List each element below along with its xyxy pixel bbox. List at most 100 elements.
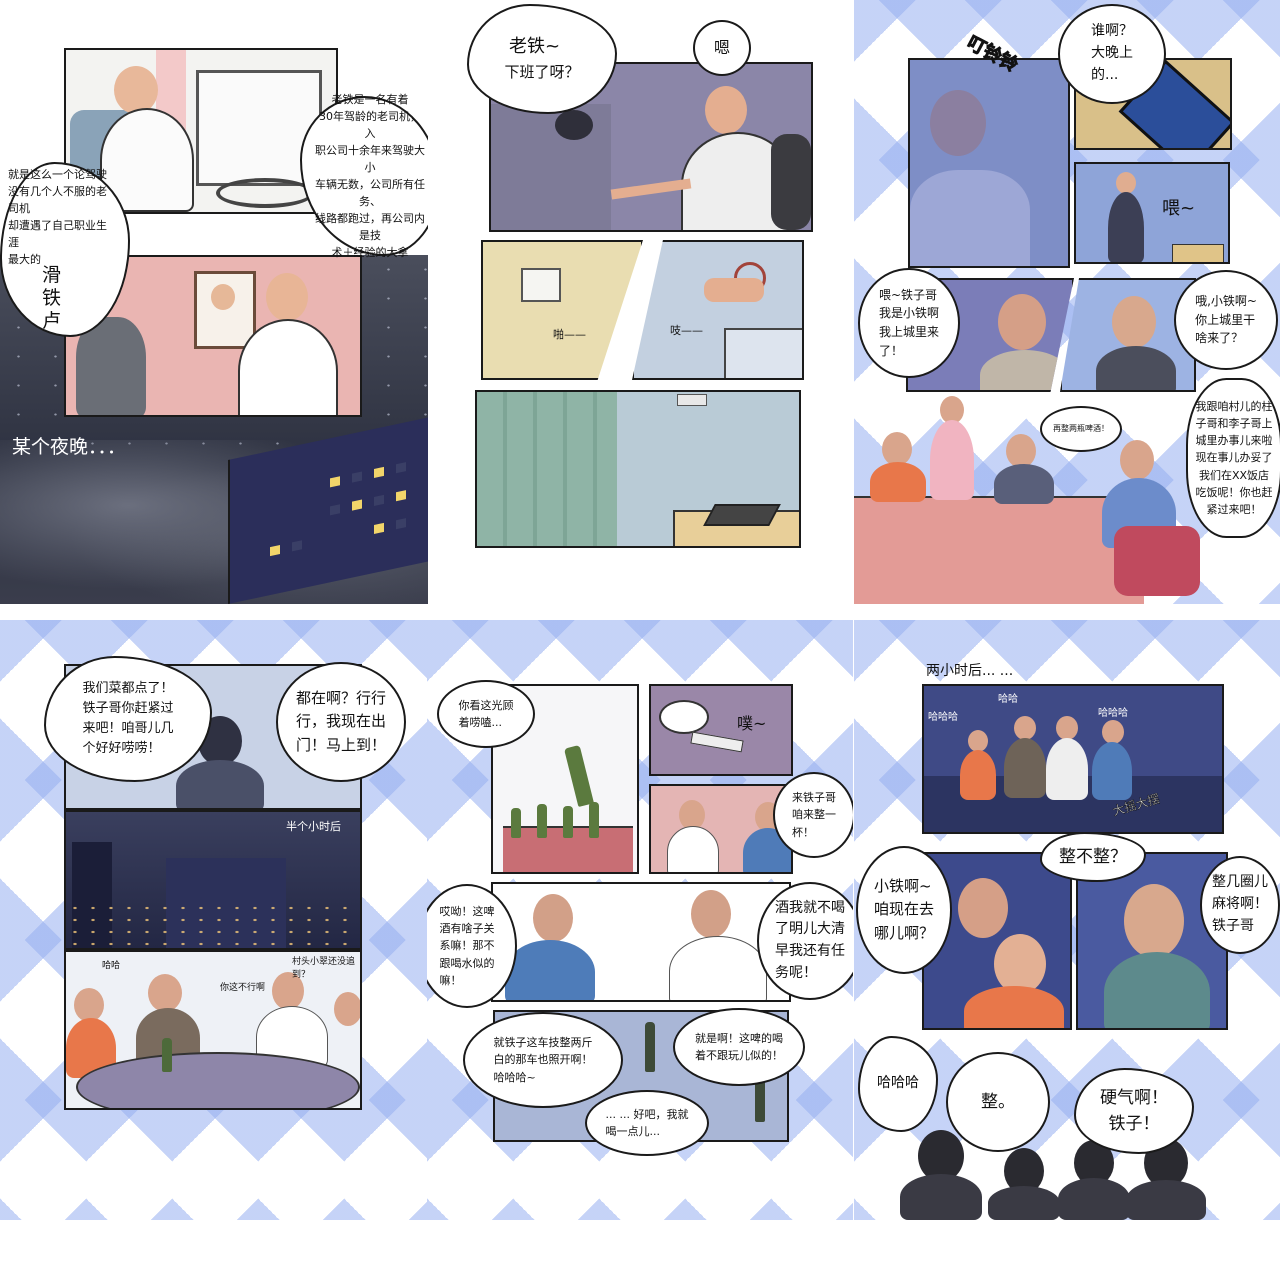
tough-bubble: 硬气啊！ 铁子！ — [1074, 1068, 1194, 1154]
diner-grey — [994, 464, 1054, 504]
steering-wheel — [216, 178, 314, 208]
answer-head — [1112, 296, 1156, 348]
panel-cheers — [649, 784, 793, 874]
standing-body — [1108, 192, 1144, 262]
liquor-text: 就铁子这车技整两斤 白的那车也照开啊！ 哈哈哈~ — [493, 1036, 593, 1084]
reason-text: 我跟咱村儿的柱 子哥和李子哥上 城里办事儿来啦 现在事儿办妥了 我们在XX饭店 … — [1195, 400, 1273, 516]
hand — [704, 278, 764, 302]
laotie-head — [705, 86, 747, 134]
coming-text: 都在啊？行行 行，我现在出 门！马上到！ — [295, 689, 386, 754]
greeting-name: 老铁~ — [509, 36, 561, 58]
sfx-creak: 吱—— — [670, 324, 703, 337]
order-bubble: 我们菜都点了！ 铁子哥你赶紧过 来吧！咱哥儿几 个好好唠唠！ — [44, 656, 212, 782]
greeting-rest: 下班了呀？ — [504, 63, 580, 82]
later-caption: 两小时后... ... — [926, 663, 1014, 679]
mahjong-bubble: 整几圈儿 麻将啊！ 铁子哥 — [1200, 856, 1280, 954]
time-caption: 半个小时后 — [286, 820, 341, 833]
panel-answer — [1060, 278, 1196, 392]
sfx-haha-1: 哈哈哈 — [928, 712, 958, 723]
trash-bag — [555, 110, 593, 140]
answer-bubble: 哦,小铁啊~ 你上城里干 啥来了？ — [1174, 270, 1278, 370]
opener — [690, 731, 744, 753]
boss-head — [266, 273, 308, 321]
panel-room — [475, 390, 801, 548]
panel-dinner-table: 哈哈 村头小翠还没追到？ 你这不行啊 — [64, 950, 362, 1110]
panel-bottle — [491, 684, 639, 874]
intro-big-text: 滑 铁 卢 — [42, 264, 62, 333]
who-bubble: 谁啊？ 大晚上 的... — [1058, 4, 1166, 104]
chair — [1114, 526, 1200, 596]
wall-dark — [491, 104, 611, 230]
silhouette-hand — [76, 317, 146, 415]
sfx-hello: 喂~ — [1162, 198, 1196, 219]
reply-text: 嗯 — [713, 37, 730, 57]
beer-text: 再整两瓶啤酒！ — [1053, 423, 1109, 433]
haha-bubble: 哈哈哈 — [858, 1036, 938, 1132]
sfx-haha-3: 哈哈哈 — [1098, 708, 1128, 719]
ceiling-vent — [677, 394, 707, 406]
panel-argue — [491, 882, 791, 1002]
comic-page-5: 你看这光顾 着唠嗑... 噗~ 来铁子哥 咱来整一 杯！ 哎呦！这啤 酒有啥子关… — [427, 620, 853, 1220]
comic-page-3: 叮铃铃 谁啊？ 大晚上 的... 喂~ 喂~铁子哥 我是小铁啊 我上城里来 了！… — [854, 0, 1280, 604]
mahjong-text: 整几圈儿 麻将啊！ 铁子哥 — [1212, 874, 1268, 934]
panel-phone-wake — [908, 58, 1070, 268]
cheers-bubble: 来铁子哥 咱来整一 杯！ — [773, 772, 853, 858]
panel-walk: 哈哈哈 哈哈 哈哈哈 大摇大摆 — [922, 684, 1224, 834]
narration-text: 老铁是一名有着 30年驾龄的老司机，入 职公司十余年来驾驶大小 车辆无数，公司所… — [315, 92, 425, 260]
monitor — [724, 328, 802, 378]
narration-bubble: 老铁是一名有着 30年驾龄的老司机，入 职公司十余年来驾驶大小 车辆无数，公司所… — [300, 93, 428, 259]
caller-text: 喂~铁子哥 我是小铁啊 我上城里来 了！ — [878, 287, 939, 358]
whether-bubble: 整不整？ — [1040, 832, 1146, 882]
panel-hello: 喂~ — [1074, 162, 1230, 264]
ok-bubble: ... ... 好吧，我就 喝一点儿... — [585, 1090, 709, 1156]
reaching-arm — [610, 178, 692, 200]
coming-bubble: 都在啊？行行 行，我现在出 门！马上到！ — [276, 662, 406, 782]
toy-text: 就是啊！这啤的喝 着不跟玩儿似的！ — [695, 1031, 783, 1062]
do-bubble: 整。 — [946, 1052, 1050, 1152]
diner-pink — [930, 420, 974, 500]
sfx-switch: 啪—— — [553, 328, 586, 341]
liquor-bubble: 就铁子这车技整两斤 白的那车也照开啊！ 哈哈哈~ — [463, 1012, 623, 1108]
refuse-bubble: 酒我就不喝 了明儿大清 早我还有任 务呢！ — [757, 882, 853, 1000]
round-table — [854, 496, 1144, 604]
look-bubble: 你看这光顾 着唠嗑... — [437, 680, 535, 748]
intro-text: 就是这么一个论驾驶 没有几个人不服的老司机 却遭遇了自己职业生涯 最大的 — [8, 168, 107, 267]
sfx-haha-2: 哈哈 — [998, 694, 1018, 705]
relation-text: 哎呦！这啤 酒有啥子关 系嘛！那不 跟喝水似的 嘛！ — [439, 905, 495, 987]
city-lights — [66, 902, 360, 948]
switch-plate — [521, 268, 561, 302]
caller-bubble: 喂~铁子哥 我是小铁啊 我上城里来 了！ — [858, 268, 960, 378]
reply-bubble: 嗯 — [693, 20, 751, 76]
panel-door-handle: 吱—— — [632, 240, 804, 380]
boss-body — [238, 319, 338, 415]
order-text: 我们菜都点了！ 铁子哥你赶紧过 来吧！咱哥儿几 个好好唠唠！ — [82, 680, 174, 757]
waking-head — [930, 90, 986, 156]
tough-text: 硬气啊！ 铁子！ — [1100, 1087, 1168, 1134]
whether-text: 整不整？ — [1059, 846, 1127, 867]
haha-text: 哈哈哈 — [877, 1075, 919, 1092]
panel-light-switch: 啪—— — [481, 240, 643, 380]
late-text: 村头小翠还没追到？ — [292, 957, 356, 980]
comic-page-4: 我们菜都点了！ 铁子哥你赶紧过 来吧！咱哥儿几 个好好唠唠！ 都在啊？行行 行，… — [0, 620, 428, 1220]
comic-page-6: 两小时后... ... 哈哈哈 哈哈 哈哈哈 大摇大摆 整不整？ 小铁啊~ 咱现… — [854, 620, 1280, 1220]
do-text: 整。 — [981, 1091, 1015, 1112]
intro-bubble: 就是这么一个论驾驶 没有几个人不服的老司机 却遭遇了自己职业生涯 最大的 滑 铁… — [0, 162, 130, 337]
greeting-bubble: 老铁~ 下班了呀？ — [467, 4, 617, 114]
toy-bubble: 就是啊！这啤的喝 着不跟玩儿似的！ — [673, 1008, 805, 1086]
comic-page-2: 老铁~ 下班了呀？ 嗯 啪—— 吱—— — [427, 0, 853, 604]
answer-body — [1096, 346, 1176, 390]
who-text: 谁啊？ 大晚上 的... — [1091, 23, 1133, 83]
calling-body — [176, 760, 264, 808]
sfx-haha: 哈哈 — [102, 961, 121, 971]
dinner-table-top — [76, 1052, 360, 1108]
group-back-view — [860, 1040, 1280, 1220]
foam-cloud — [659, 700, 709, 734]
where-bubble: 小铁啊~ 咱现在去 哪儿啊？ — [856, 846, 952, 974]
where-text: 小铁啊~ 咱现在去 哪儿啊？ — [873, 877, 934, 942]
cheers-text: 来铁子哥 咱来整一 杯！ — [792, 791, 836, 839]
relation-bubble: 哎呦！这啤 酒有啥子关 系嘛！那不 跟喝水似的 嘛！ — [427, 884, 517, 1008]
beer-bubble: 再整两瓶啤酒！ — [1040, 406, 1122, 452]
look-text: 你看这光顾 着唠嗑... — [458, 698, 514, 729]
driver-head — [114, 66, 158, 114]
standing-head — [1116, 172, 1136, 194]
